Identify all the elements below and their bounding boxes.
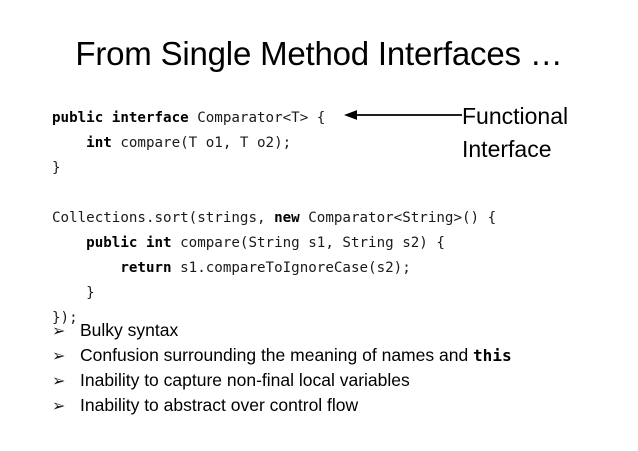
list-item: ➢ Inability to abstract over control flow [52, 393, 622, 418]
bullet-list: ➢ Bulky syntax ➢ Confusion surrounding the … [52, 318, 622, 418]
left-arrow-icon [344, 110, 462, 120]
code-line: return s1.compareToIgnoreCase(s2); [52, 256, 496, 281]
code-text: compare(String s1, String s2) { [180, 235, 445, 251]
code-text: Collections.sort(strings, [52, 210, 275, 226]
code-text: Comparator<T> { [197, 110, 326, 126]
code-line: int compare(T o1, T o2); [52, 131, 496, 156]
code-keyword: public int [52, 235, 181, 251]
code-text: compare(T o1, T o2); [120, 135, 292, 151]
code-text: }); [52, 310, 78, 326]
code-line: } [52, 281, 496, 306]
code-keyword: int [52, 135, 121, 151]
code-line: public interface Comparator<T> { [52, 106, 496, 131]
list-item-label: Bulky syntax [80, 318, 622, 343]
list-item-label: Inability to abstract over control flow [80, 393, 622, 418]
list-item-label: Inability to capture non-final local var… [80, 368, 622, 393]
code-keyword: return [52, 260, 181, 276]
code-keyword: public interface [52, 110, 198, 126]
bullet-arrowhead-icon: ➢ [52, 321, 66, 340]
list-item-text: Inability to abstract over control flow [80, 395, 359, 415]
list-item-text: Confusion surrounding the meaning of nam… [80, 345, 474, 365]
code-keyword: new [274, 210, 309, 226]
code-line: Collections.sort(strings, new Comparator… [52, 206, 496, 231]
list-item-text: Bulky syntax [80, 320, 179, 340]
code-text: s1.compareToIgnoreCase(s2); [180, 260, 411, 276]
list-item: ➢ Inability to capture non-final local va… [52, 368, 622, 393]
inline-code: this [473, 346, 512, 365]
page-title: From Single Method Interfaces … [75, 35, 563, 72]
code-text: } [52, 160, 61, 176]
annotation-line: Functional [462, 103, 569, 129]
list-item-label: Confusion surrounding the meaning of nam… [80, 343, 622, 368]
list-item: ➢ Confusion surrounding the meaning of na… [52, 343, 622, 368]
bullet-arrowhead-icon: ➢ [52, 371, 66, 390]
bullet-arrowhead-icon: ➢ [52, 346, 66, 365]
code-line: }); [52, 306, 496, 331]
list-item: ➢ Bulky syntax [52, 318, 622, 343]
code-text: Comparator<String>() { [308, 210, 497, 226]
list-item-text: Inability to capture non-final local var… [80, 370, 410, 390]
annotation-line: Interface [462, 136, 552, 162]
code-line [52, 181, 496, 206]
bullet-arrowhead-icon: ➢ [52, 396, 66, 415]
code-sample: public interface Comparator<T> { int com… [52, 106, 496, 331]
code-text: } [52, 285, 95, 301]
code-line: public int compare(String s1, String s2)… [52, 231, 496, 256]
code-line: } [52, 156, 496, 181]
